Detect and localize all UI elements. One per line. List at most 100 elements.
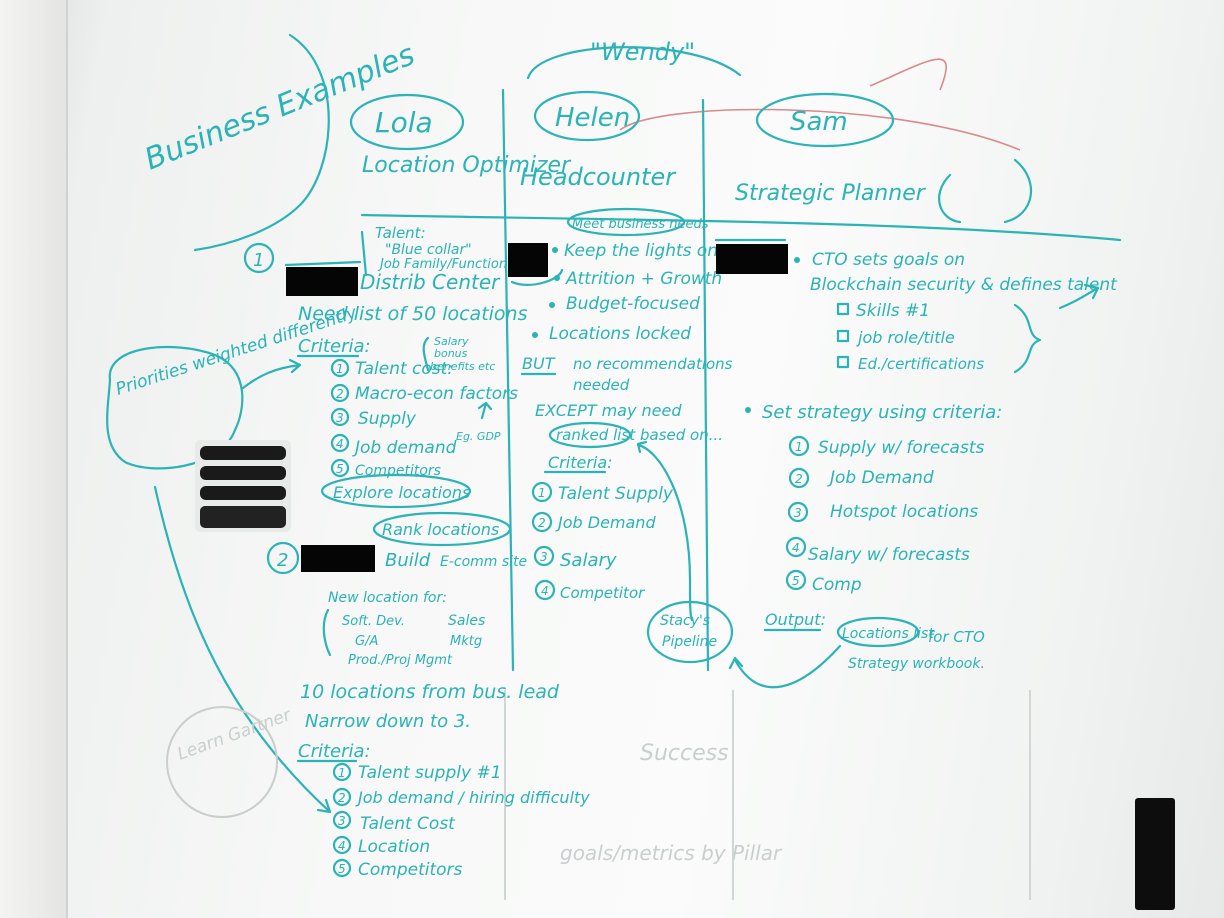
bullet-text: Keep the lights on [564, 241, 718, 261]
wendy-bracket [526, 46, 742, 80]
heading-group: Business Examples [140, 33, 420, 252]
num-circle [788, 435, 810, 457]
priorities-cloud [106, 346, 244, 470]
ecomm-site: E-comm site [440, 554, 527, 570]
lola-name-circle [349, 93, 465, 151]
output-arrow [728, 644, 842, 689]
sam-criteria-item: Hotspot locations [830, 502, 978, 522]
helen-criteria-item: Talent Supply [558, 484, 674, 504]
persona-lola: Lola Location Optimizer [349, 93, 572, 178]
bullet [532, 332, 538, 338]
num-3: 3 [336, 411, 344, 425]
output-label: Output: [765, 610, 826, 629]
set-strategy: Set strategy using criteria: [762, 402, 1002, 423]
num-circle [332, 810, 352, 830]
sam-criteria-item: Job Demand [827, 468, 934, 488]
bullet [745, 407, 751, 413]
sam-criteria-item: Comp [812, 575, 862, 595]
build-label: Build [385, 550, 431, 571]
num-circle [531, 481, 553, 503]
arrow-head [636, 440, 648, 454]
but-label: BUT [522, 354, 556, 373]
num-circle [332, 787, 352, 807]
checkbox [836, 329, 850, 343]
holder-slot [200, 446, 286, 460]
meet-needs: Meet business needs [572, 217, 709, 232]
learn-gartner-circle [166, 706, 278, 818]
check-ed: Ed./certifications [858, 355, 984, 373]
based-on: based on... [640, 426, 723, 444]
erased-ghost-writing: Success goals/metrics by Pillar [504, 58, 1031, 900]
helen-name-circle [533, 90, 641, 142]
sam-name-circle [755, 92, 895, 148]
num-3: 3 [540, 550, 548, 564]
functions-brace [322, 608, 332, 657]
criteria2-item: Talent Cost [360, 814, 456, 834]
pipeline: Pipeline [662, 634, 717, 650]
stacys: Stacy's [660, 613, 710, 629]
num-3: 3 [338, 814, 346, 828]
sam-column: CTO sets goals on Blockchain security & … [714, 238, 1118, 689]
helen-criteria-list: 1 Talent Supply 2 Job Demand 3 Salary 4 … [531, 481, 674, 602]
salary-brace [422, 336, 430, 372]
redaction-underline-1 [284, 260, 362, 267]
explore-circle [320, 473, 472, 509]
pipeline-circle [646, 600, 734, 664]
ranked-list-circle [548, 421, 632, 449]
helen-role: Headcounter [520, 163, 677, 191]
sam-role: Strategic Planner [735, 181, 927, 206]
helen-criteria-item: Competitor [560, 584, 645, 602]
num-4: 4 [541, 584, 549, 598]
section-2-circle [266, 541, 300, 575]
num-2: 2 [338, 791, 346, 805]
num-circle [788, 467, 810, 489]
bullet [794, 257, 800, 263]
function-mktg: Mktg [450, 634, 482, 649]
sam-parens [938, 158, 1033, 224]
section-1-number: 1 [253, 250, 264, 271]
new-location: New location for: [328, 590, 447, 606]
helen-criteria-item: Job Demand [555, 513, 656, 532]
num-2: 2 [795, 472, 803, 486]
locations-list: Locations list [842, 626, 934, 642]
sam-name: Sam [790, 107, 848, 137]
num-circle [533, 545, 555, 567]
function-prodmgmt: Prod./Proj Mgmt [348, 653, 453, 668]
num-circle [332, 835, 352, 855]
redaction-box-2 [508, 243, 548, 277]
num-circle [330, 433, 350, 453]
distrib-center: Distrib Center [360, 270, 501, 294]
redaction-box-1 [286, 267, 358, 296]
num-3: 3 [794, 506, 802, 520]
talent-bracket [360, 230, 368, 277]
talent-arrow [1058, 283, 1100, 310]
column-divider-1 [501, 88, 515, 672]
persona-helen: Helen Headcounter [520, 90, 677, 191]
faint-red-arc-2 [619, 108, 1021, 151]
holder-slot [200, 466, 286, 480]
helen-bullets: Keep the lights on Attrition + Growth Bu… [532, 241, 722, 344]
num-4: 4 [792, 541, 800, 555]
ranked-pipeline-arrow [636, 443, 694, 622]
need-list: Need list of 50 locations [298, 303, 528, 325]
checkbox [836, 355, 850, 369]
faint-red-arc [869, 58, 947, 91]
bullet [552, 247, 558, 253]
for-cto: for CTO [928, 628, 985, 646]
criteria-label-1: Criteria: [298, 336, 371, 357]
criteria2-item: Location [358, 837, 430, 857]
helen-criteria-item: Salary [560, 550, 617, 571]
num-2: 2 [538, 516, 546, 530]
num-1: 1 [338, 766, 346, 780]
lola-criteria-list-2: 1 Talent supply #1 2 Job demand / hiring… [332, 762, 590, 880]
num-circle [785, 536, 807, 558]
explore-locations: Explore locations [333, 483, 470, 502]
check-skills: Skills #1 [856, 301, 930, 321]
benefits-note: benefits etc [430, 360, 495, 373]
bullet-text: Locations locked [549, 324, 691, 344]
num-1: 1 [336, 362, 344, 376]
learn-gartner-note: Learn Gartner [166, 705, 294, 818]
criteria2-item: Job demand / hiring difficulty [355, 788, 590, 807]
